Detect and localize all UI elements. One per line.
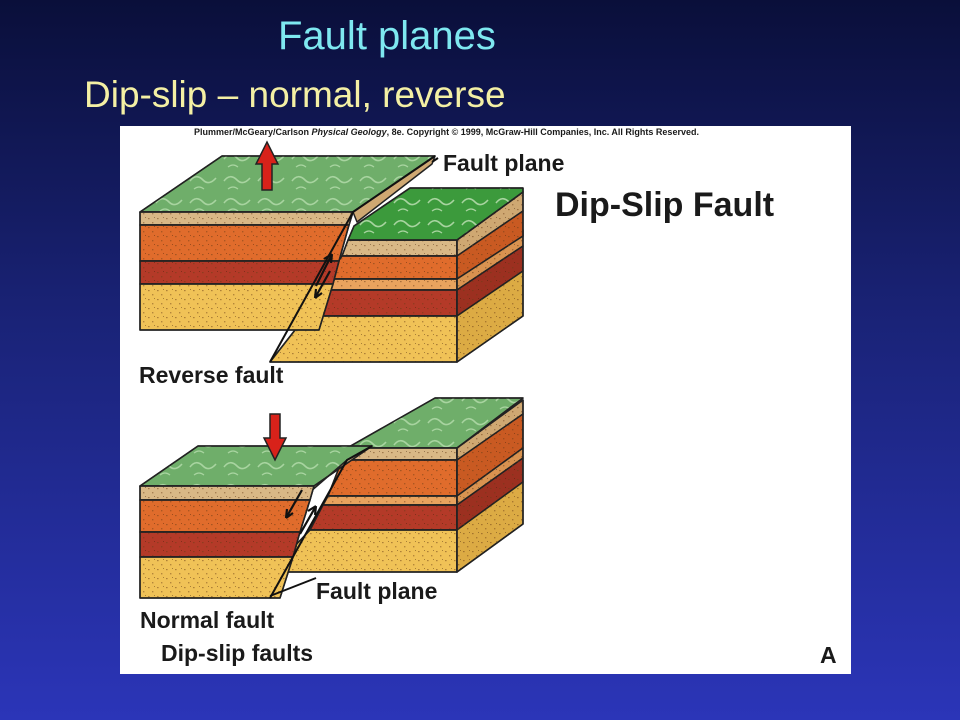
slide-title: Fault planes xyxy=(278,14,496,58)
fault-plane-label-bottom: Fault plane xyxy=(316,578,438,604)
figure-heading: Dip-Slip Fault xyxy=(555,186,775,224)
arrow-up-icon xyxy=(254,140,280,191)
normal-fault-label: Normal fault xyxy=(140,607,275,633)
normal-slip-arrow xyxy=(284,489,303,519)
normal-slip-arrow-footwall xyxy=(299,505,318,535)
figure-caption: Dip-slip faults xyxy=(161,640,314,666)
reverse-fault-label: Reverse fault xyxy=(139,362,284,388)
reverse-slip-arrow xyxy=(315,253,334,287)
copyright-credit: Plummer/McGeary/Carlson Physical Geology… xyxy=(194,127,699,137)
fault-plane-pointer-top xyxy=(431,157,439,163)
fault-diagram xyxy=(139,140,524,599)
slide-subtitle: Dip-slip – normal, reverse xyxy=(84,74,506,115)
normal-footwall xyxy=(269,397,524,573)
normal-fault-block xyxy=(139,397,524,599)
figure-panel: Plummer/McGeary/Carlson Physical Geology… xyxy=(120,126,851,674)
normal-hanging-wall xyxy=(139,445,373,599)
reverse-fault-block xyxy=(139,155,524,363)
arrow-down-icon xyxy=(262,413,288,462)
fault-plane-pointer-bottom xyxy=(269,577,317,597)
reverse-slip-arrow-footwall xyxy=(313,270,331,299)
panel-letter: A xyxy=(820,642,837,668)
fault-plane-label-top: Fault plane xyxy=(443,150,565,176)
